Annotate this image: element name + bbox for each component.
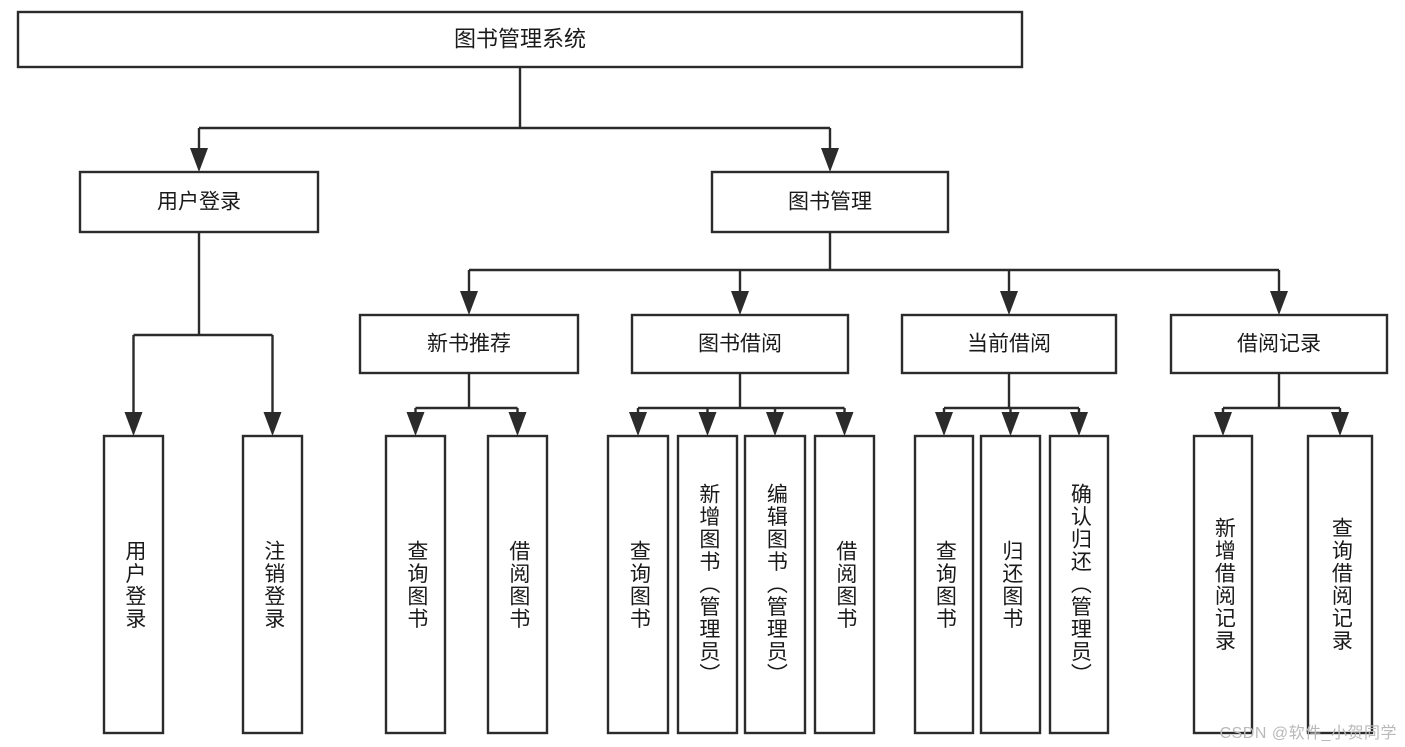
node-leaf-leaf-query-book-borrow[interactable] (606, 434, 670, 735)
node-leaf-leaf-query-book-current[interactable] (913, 434, 975, 735)
arrow-head-icon-leaf-add-book (698, 412, 717, 436)
node-label-book-borrow: 图书借阅 (698, 333, 782, 356)
arrow-head-icon-leaf-add-borrow-record (1214, 412, 1232, 436)
node-label-borrow-record: 借阅记录 (1237, 333, 1321, 356)
arrow-head-icon-leaf-confirm-return (1070, 412, 1088, 436)
arrow-head-icon-new-book-recommend (460, 291, 478, 315)
node-leaf-leaf-user-login[interactable] (102, 434, 165, 735)
arrow-head-icon-borrow-record (1270, 291, 1288, 315)
arrow-head-icon-book-borrow (731, 291, 749, 315)
node-level1-user-login[interactable] (78, 170, 320, 234)
node-leaf-leaf-query-borrow-record[interactable] (1306, 434, 1374, 735)
node-level2-current-borrow[interactable] (900, 313, 1118, 375)
node-root-root[interactable] (16, 10, 1024, 69)
node-label-book-manage: 图书管理 (788, 191, 872, 214)
arrow-head-icon-leaf-edit-book (766, 412, 784, 436)
node-label-new-book-recommend: 新书推荐 (427, 333, 511, 356)
arrow-head-icon-current-borrow (1000, 291, 1018, 315)
arrow-head-icon-user-login (190, 148, 208, 172)
arrow-head-icon-leaf-query-book-recommend (406, 412, 425, 436)
node-label-current-borrow: 当前借阅 (967, 333, 1051, 356)
watermark: CSDN @软件_小贺同学 (1219, 725, 1397, 742)
node-leaf-leaf-user-logout[interactable] (241, 434, 304, 735)
node-leaf-leaf-query-book-recommend[interactable] (384, 434, 447, 735)
node-level1-book-manage[interactable] (710, 170, 950, 234)
arrow-head-icon-book-manage (821, 148, 839, 172)
arrow-head-icon-leaf-query-borrow-record (1331, 412, 1349, 436)
connector-layer (124, 67, 1349, 436)
node-leaf-leaf-confirm-return[interactable] (1048, 434, 1110, 735)
arrow-head-icon-leaf-query-book-borrow (629, 412, 647, 436)
arrow-head-icon-leaf-borrow-book-recommend (508, 412, 527, 436)
arrow-head-icon-leaf-borrow-book (835, 412, 854, 436)
node-leaf-leaf-add-borrow-record[interactable] (1192, 434, 1254, 735)
node-leaf-leaf-borrow-book[interactable] (813, 434, 876, 735)
node-leaf-leaf-borrow-book-recommend[interactable] (486, 434, 549, 735)
node-level2-new-book-recommend[interactable] (358, 313, 580, 375)
arrow-head-icon-leaf-return-book (1001, 412, 1020, 436)
node-label-user-login: 用户登录 (157, 191, 241, 214)
arrow-head-icon-leaf-user-login (124, 412, 143, 436)
node-leaf-leaf-add-book[interactable] (676, 434, 739, 735)
arrow-head-icon-leaf-query-book-current (935, 412, 953, 436)
node-leaf-leaf-edit-book[interactable] (743, 434, 807, 735)
node-level2-borrow-record[interactable] (1169, 313, 1389, 375)
arrow-head-icon-leaf-user-logout (263, 412, 282, 436)
node-leaf-leaf-return-book[interactable] (979, 434, 1042, 735)
node-layer (16, 10, 1389, 735)
node-level2-book-borrow[interactable] (630, 313, 850, 375)
node-label-root: 图书管理系统 (454, 26, 586, 51)
